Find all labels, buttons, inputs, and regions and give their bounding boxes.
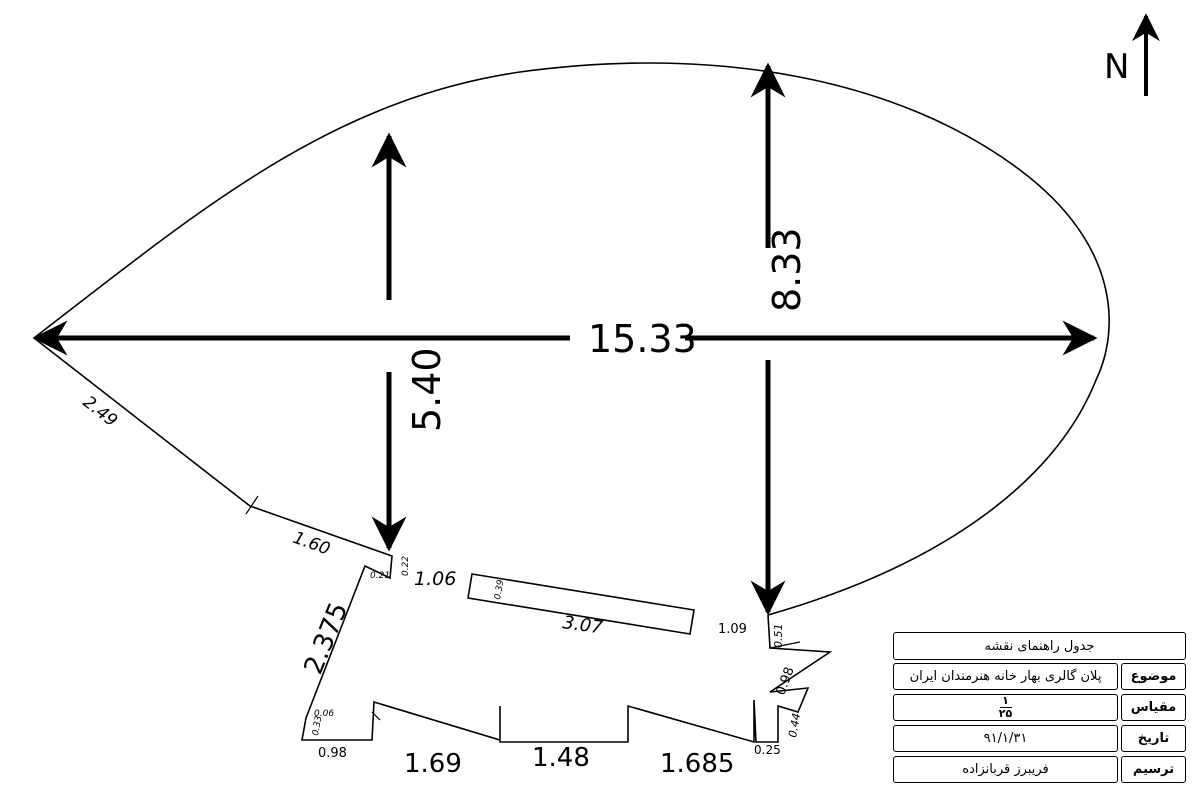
- legend-value-drawn-by: فریبرز قربانزاده: [893, 756, 1118, 783]
- dim-label-height-left: 5.40: [405, 347, 449, 432]
- dim-label-edge: 0.21: [370, 571, 390, 581]
- legend-label-drawn-by: ترسیم: [1121, 756, 1186, 783]
- tick-mark: [245, 495, 259, 515]
- dim-label-width-total: 15.33: [588, 317, 697, 361]
- scale-fraction: ۱ ۲۵: [998, 694, 1013, 720]
- dim-label-zig: 1.48: [532, 743, 590, 773]
- dim-label-edge: 0.25: [754, 743, 781, 757]
- dim-label-edge: 0.51: [772, 624, 785, 649]
- dim-label-edge: 2.375: [299, 598, 355, 678]
- dim-label-edge: 0.44: [786, 712, 803, 738]
- dim-label-edge: 1.06: [414, 568, 456, 590]
- interior-wall: [467, 573, 695, 635]
- scale-numerator: ۱: [1002, 694, 1009, 707]
- dim-label-edge: 0.98: [318, 746, 347, 761]
- dim-label-height-right: 8.33: [765, 227, 809, 312]
- tick-mark: [769, 641, 801, 649]
- dim-label-edge: 0.22: [401, 556, 411, 576]
- dim-label-edge: 0.06: [314, 709, 334, 719]
- dim-label-edge: 2.49: [79, 392, 121, 431]
- legend-label-date: تاریخ: [1121, 725, 1186, 752]
- map-legend: جدول راهنمای نقشه موضوع پلان گالری بهار …: [893, 632, 1186, 787]
- dim-label-edge: 0.33: [311, 715, 324, 737]
- legend-value-date: ۹۱/۱/۳۱: [893, 725, 1118, 752]
- plan-outline-curve: [33, 62, 1110, 616]
- plan-outline-lower: [33, 337, 833, 744]
- dim-label-zig: 1.69: [404, 749, 462, 779]
- legend-label-scale: مقیاس: [1121, 694, 1186, 721]
- dim-label-edge: 1.09: [718, 622, 747, 637]
- legend-title: جدول راهنمای نقشه: [893, 632, 1186, 660]
- dim-label-wall-width: 0.39: [493, 579, 506, 601]
- north-label: N: [1104, 47, 1129, 87]
- legend-label-subject: موضوع: [1121, 663, 1186, 690]
- tick-mark: [371, 711, 381, 721]
- dim-label-zig: 1.685: [660, 749, 734, 779]
- dim-label-edge: 0.98: [774, 665, 798, 697]
- legend-value-subject: پلان گالری بهار خانه هنرمندان ایران: [893, 663, 1118, 690]
- dim-label-wall-length: 3.07: [561, 612, 604, 638]
- scale-denominator: ۲۵: [998, 707, 1013, 720]
- legend-value-scale: ۱ ۲۵: [893, 694, 1118, 721]
